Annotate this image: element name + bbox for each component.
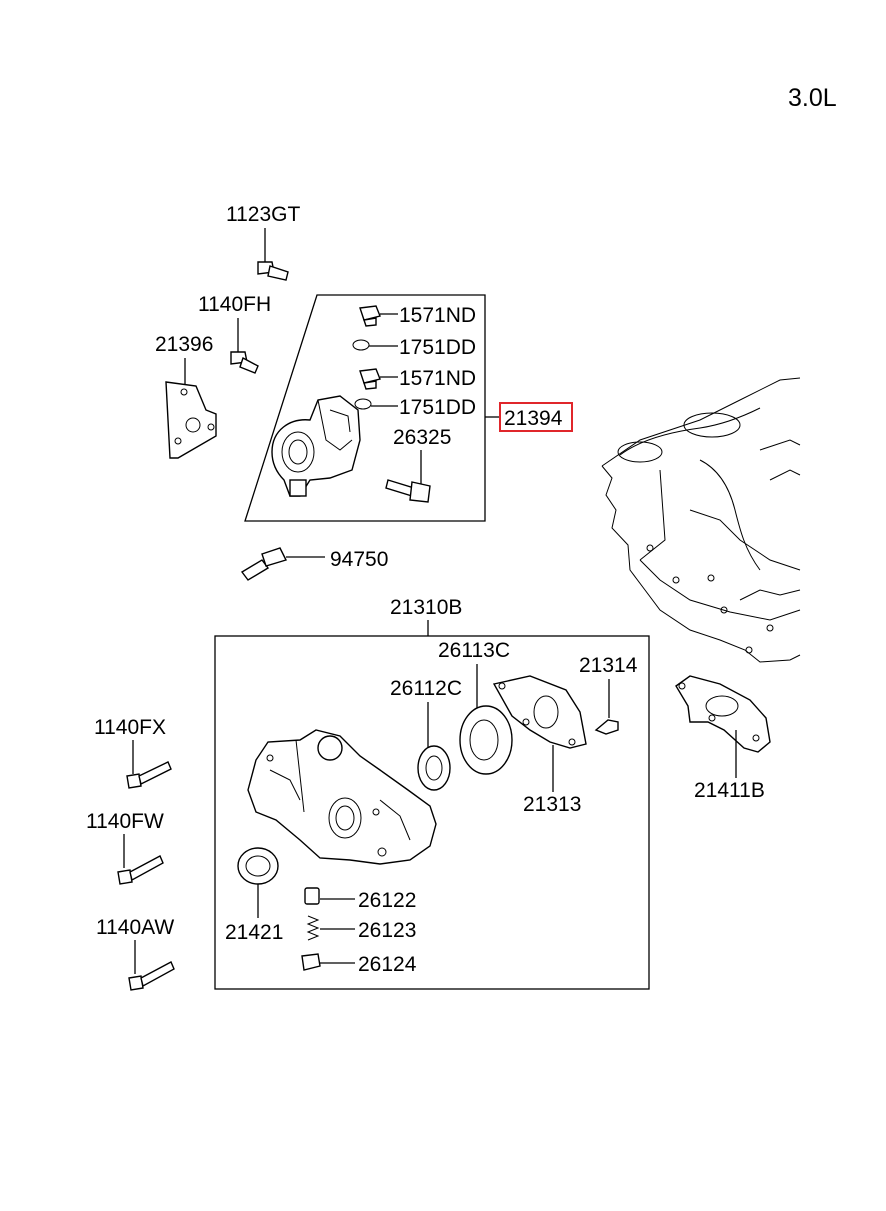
- bolt-1123GT-drawing: [257, 261, 289, 281]
- bolt-1140AW-drawing: [128, 961, 175, 991]
- callout-21314: 21314: [579, 654, 638, 677]
- o-ring-1751DD-b-drawing: [354, 398, 372, 410]
- plug-26124-drawing: [301, 953, 321, 971]
- callout-21313: 21313: [523, 793, 581, 816]
- callout-1571ND-b: 1571ND: [399, 367, 476, 390]
- spring-26123-drawing: [306, 915, 320, 941]
- plug-1571ND-a-drawing: [359, 305, 381, 327]
- sensor-26325-drawing: [385, 479, 431, 503]
- gasket-21411B-drawing: [675, 675, 771, 753]
- pump-cover-21313-drawing: [492, 675, 587, 749]
- callout-26124: 26124: [358, 953, 417, 976]
- plug-1571ND-b-drawing: [359, 368, 381, 390]
- gasket-21396-drawing: [165, 381, 217, 459]
- callout-21411B: 21411B: [694, 779, 765, 802]
- assembly-21310B-frame: [214, 635, 650, 990]
- seal-21421-drawing: [237, 847, 279, 885]
- callout-1571ND-a: 1571ND: [399, 304, 476, 327]
- engine-label: 3.0L: [788, 84, 837, 112]
- callout-1140AW: 1140AW: [96, 916, 174, 939]
- bolt-1140FH-drawing: [230, 351, 259, 374]
- outer-rotor-26113C-drawing: [459, 705, 513, 775]
- callout-26325: 26325: [393, 426, 451, 449]
- bolt-1140FW-drawing: [117, 855, 164, 885]
- callout-21421: 21421: [225, 921, 283, 944]
- callout-1123GT: 1123GT: [226, 203, 300, 226]
- screw-21314-drawing: [594, 719, 619, 735]
- oil-control-valve-drawing: [271, 395, 361, 497]
- sensor-94750-drawing: [240, 547, 287, 581]
- oil-pump-housing-drawing: [247, 729, 437, 865]
- inner-rotor-26112C-drawing: [417, 745, 451, 791]
- callout-1140FW: 1140FW: [86, 810, 164, 833]
- callout-26123: 26123: [358, 919, 416, 942]
- callout-1140FX: 1140FX: [94, 716, 166, 739]
- callout-21396: 21396: [155, 333, 213, 356]
- callout-94750: 94750: [330, 548, 388, 571]
- callout-26112C: 26112C: [390, 677, 462, 700]
- callout-26122: 26122: [358, 889, 416, 912]
- engine-block-drawing: [601, 377, 801, 663]
- plug-26122-drawing: [304, 887, 320, 905]
- assembly-21394-frame: [244, 294, 486, 522]
- callout-1751DD-b: 1751DD: [399, 396, 476, 419]
- callout-21394-highlight-box[interactable]: [499, 402, 573, 432]
- callout-1751DD-a: 1751DD: [399, 336, 476, 359]
- bolt-1140FX-drawing: [126, 761, 172, 789]
- callout-21394[interactable]: 21394: [504, 407, 563, 430]
- callout-26113C: 26113C: [438, 639, 510, 662]
- o-ring-1751DD-a-drawing: [352, 339, 370, 351]
- callout-1140FH: 1140FH: [198, 293, 271, 316]
- callout-21310B: 21310B: [390, 596, 462, 619]
